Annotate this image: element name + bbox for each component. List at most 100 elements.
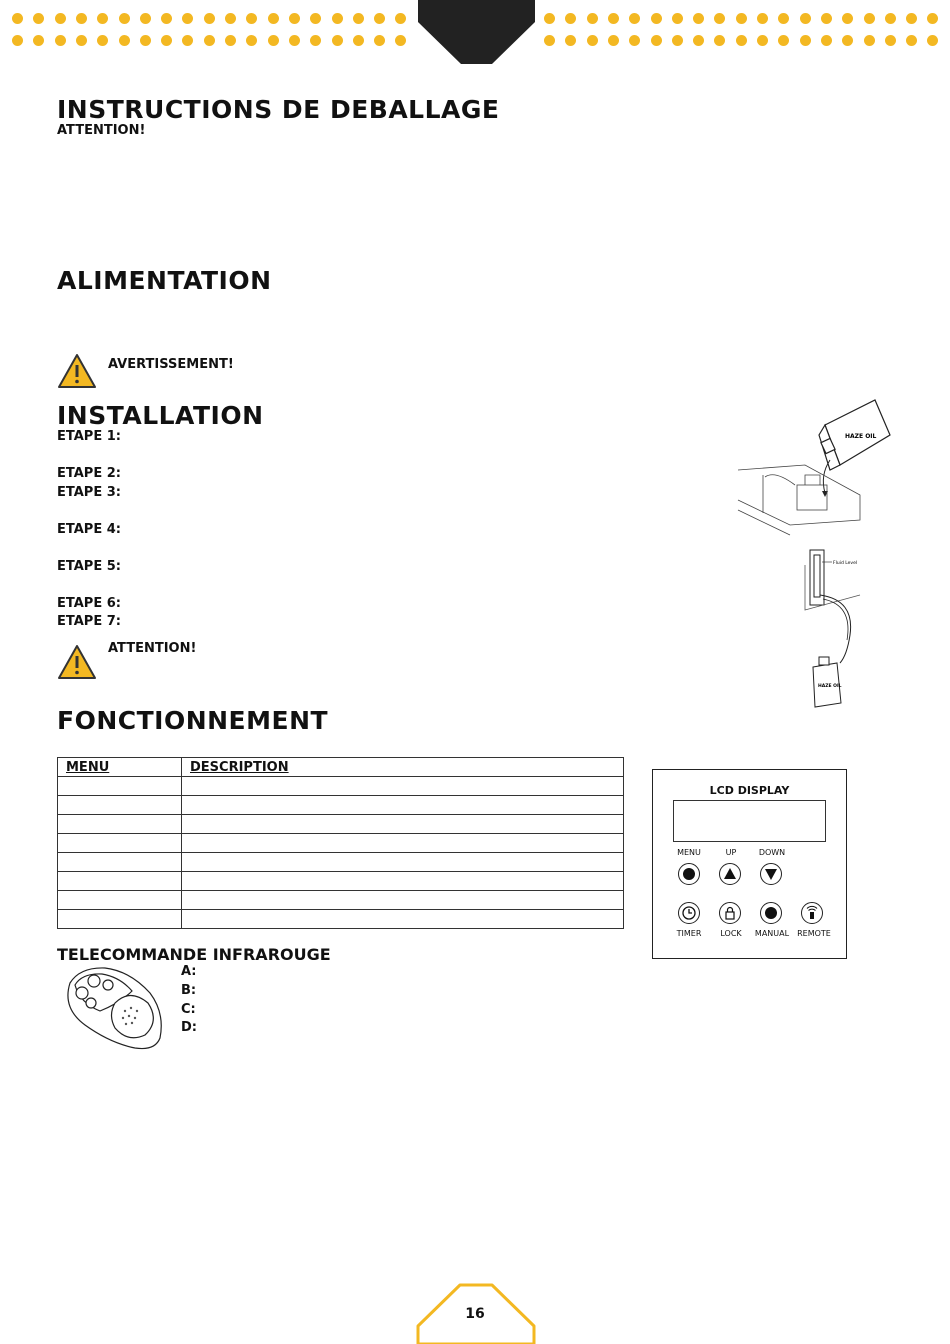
table-cell: [57, 833, 182, 853]
header-dot: [565, 35, 577, 46]
header-dot: [842, 13, 854, 24]
header-dot: [863, 35, 875, 46]
clock-icon: [682, 906, 696, 920]
power-warning: AVERTISSEMENT!: [108, 357, 234, 372]
header-dot: [288, 35, 300, 46]
header-dot: [118, 35, 130, 46]
unpacking-title: INSTRUCTIONS DE DEBALLAGE: [57, 95, 500, 124]
header-dot: [203, 35, 215, 46]
header-dot: [735, 35, 747, 46]
menu-table: MENU DESCRIPTION: [57, 757, 624, 929]
header-dot: [352, 35, 364, 46]
header-dot: [139, 35, 151, 46]
remote-control-image: [67, 967, 162, 1050]
header-dot: [778, 13, 790, 24]
lcd-label-manual: MANUAL: [754, 929, 790, 938]
header-dot: [182, 35, 194, 46]
header-dot: [225, 13, 236, 24]
header-dot: [799, 35, 811, 46]
remote-key-d: D:: [181, 1020, 197, 1035]
down-button[interactable]: [760, 863, 782, 885]
fluid-level-label: Fluid Level: [833, 560, 857, 566]
lcd-label-timer: TIMER: [676, 929, 702, 938]
table-row: [57, 795, 624, 815]
table-row: [57, 814, 624, 834]
header-dot: [820, 13, 832, 24]
table-cell: [57, 795, 182, 815]
lcd-control-panel: LCD DISPLAY MENU UP DOWN TIMER LOCK MANU…: [652, 769, 847, 959]
header-dot: [75, 13, 87, 24]
page-number: 16: [465, 1306, 485, 1322]
table-cell: [57, 814, 182, 834]
header-dot: [54, 35, 66, 46]
lcd-title: LCD DISPLAY: [709, 784, 790, 797]
fluid-fill-illustration: HAZE OIL Fluid Level HAZE OIL: [737, 399, 891, 708]
header-dot: [395, 35, 407, 46]
header-dot: [757, 13, 768, 24]
table-row: [57, 909, 624, 929]
header-dot: [778, 35, 790, 46]
remote-key-b: B:: [181, 983, 197, 998]
installation-title: INSTALLATION: [57, 401, 264, 430]
header-tab: [418, 0, 535, 64]
table-row: [57, 871, 624, 891]
header-dots-right: [540, 10, 950, 50]
header-dot: [863, 13, 875, 24]
header-dot: [671, 35, 683, 46]
remote-key-a: A:: [181, 964, 197, 979]
header-dot: [757, 35, 768, 46]
step-6: ETAPE 6:: [57, 596, 121, 611]
header-dot: [12, 35, 23, 46]
header-dot: [650, 35, 662, 46]
header-dot: [799, 13, 811, 24]
step-3: ETAPE 3:: [57, 485, 121, 500]
header-dot: [374, 13, 386, 24]
header-dot: [629, 35, 641, 46]
header-dot: [161, 13, 173, 24]
header-dot: [693, 13, 705, 24]
up-button[interactable]: [719, 863, 741, 885]
header-dot: [182, 13, 194, 24]
header-dot: [97, 13, 109, 24]
header-dot: [842, 35, 854, 46]
header-dot: [586, 13, 598, 24]
header-dot: [246, 35, 258, 46]
header-dot: [544, 13, 555, 24]
header-dot: [671, 13, 683, 24]
table-cell: [181, 909, 624, 929]
header-dot: [820, 35, 832, 46]
header-dot: [331, 13, 343, 24]
table-cell: [181, 814, 624, 834]
header-dot: [97, 35, 109, 46]
step-5: ETAPE 5:: [57, 559, 121, 574]
installation-attention: ATTENTION!: [108, 641, 197, 656]
remote-button[interactable]: [801, 902, 823, 924]
header-dot: [586, 35, 598, 46]
header-dot: [75, 35, 87, 46]
lock-button[interactable]: [719, 902, 741, 924]
lcd-label-lock: LOCK: [720, 929, 742, 938]
table-cell: [181, 833, 624, 853]
header-dot: [203, 13, 215, 24]
header-dot: [607, 35, 619, 46]
lcd-label-down: DOWN: [758, 848, 786, 857]
menu-button[interactable]: [678, 863, 700, 885]
table-row: [57, 890, 624, 910]
header-dot: [714, 13, 726, 24]
step-1: ETAPE 1:: [57, 429, 121, 444]
small-bottle-label: HAZE OIL: [818, 683, 842, 689]
header-dot: [246, 13, 258, 24]
table-cell: [181, 776, 624, 796]
header-dot: [906, 35, 918, 46]
timer-button[interactable]: [678, 902, 700, 924]
header-dot: [884, 13, 896, 24]
header-dot: [927, 13, 939, 24]
operation-title: FONCTIONNEMENT: [57, 706, 329, 735]
header-menu: MENU: [57, 757, 182, 777]
manual-button[interactable]: [760, 902, 782, 924]
table-cell: [57, 890, 182, 910]
dot-icon: [765, 907, 777, 919]
header-dots-left: [0, 10, 415, 50]
header-dot: [884, 35, 896, 46]
header-dot: [12, 13, 23, 24]
